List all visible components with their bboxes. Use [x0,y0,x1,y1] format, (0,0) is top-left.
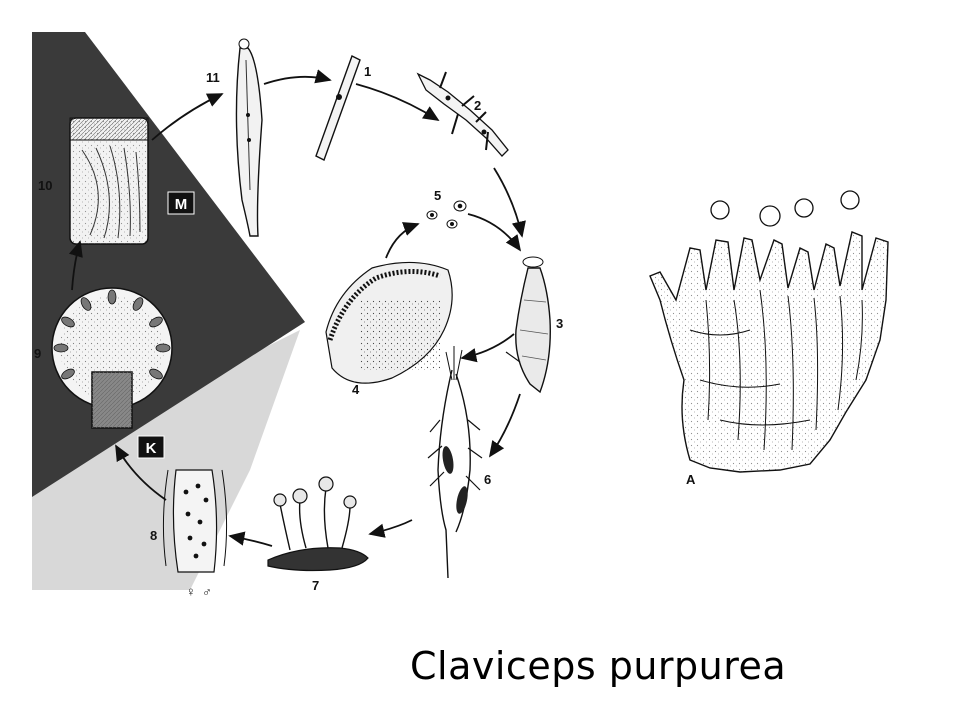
stage-1-spore [315,55,361,161]
species-caption: Claviceps purpurea [410,644,787,688]
stage-number-2: 2 [474,98,481,113]
arrow-3-to-6 [488,393,521,458]
arrow-2-to-3 [493,167,526,238]
stage-number-5: 5 [434,188,441,203]
male-symbol: ♂ [202,584,212,599]
arrow-9-to-10 [68,240,83,291]
arrow-11-to-1 [263,69,332,85]
stage-number-6: 6 [484,472,491,487]
stage-7-sclerotium-stromata [267,476,369,572]
phase-label-m: M [175,196,188,213]
stage-number-11: 11 [206,70,220,85]
phase-box-k: K [137,435,165,459]
female-symbol: ♀ [186,584,196,599]
arrow-5-to-3 [467,213,522,252]
phase-box-m: M [167,191,195,215]
stage-2-hypha [416,71,509,157]
arrow-8-to-9 [115,444,167,501]
stage-number-8: 8 [150,528,157,543]
phase-label-k: K [146,440,157,457]
detail-label-a: A [686,472,696,487]
stage-number-3: 3 [556,316,563,331]
stage-3-sphacelia [505,256,551,394]
arrow-3-to-4 [460,333,515,363]
stage-number-7: 7 [312,578,319,593]
arrow-6-to-7 [368,519,413,538]
stage-number-9: 9 [34,346,41,361]
arrow-7-to-8 [228,531,273,547]
detail-a-conidiophores [649,190,889,473]
stage-10-perithecium [69,117,149,245]
stage-8-ascogonium [162,469,228,573]
cycle-arrows [68,69,526,547]
stage-6-ergot-ear [427,346,483,579]
arrow-1-to-2 [355,83,440,121]
light-phase-region [32,330,300,590]
arrow-4-to-5 [385,222,420,259]
stage-number-1: 1 [364,64,371,79]
stage-number-4: 4 [352,382,360,397]
stage-9-stroma [51,287,173,429]
arrow-10-to-11 [151,93,224,141]
stage-5-conidia [426,200,467,229]
stage-number-10: 10 [38,178,52,193]
stage-11-ascospore [235,38,263,237]
stage-4-conidial-layer [325,261,453,384]
